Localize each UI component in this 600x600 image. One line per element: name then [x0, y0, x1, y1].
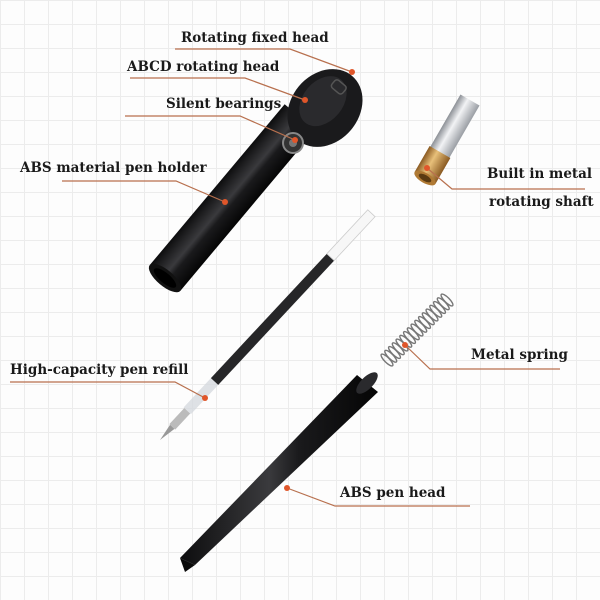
metal-spring — [380, 293, 454, 367]
label-abs-pen-head: ABS pen head — [340, 485, 446, 501]
leader-rotating-fixed-head — [175, 48, 353, 73]
label-abs-pen-holder: ABS material pen holder — [20, 160, 207, 176]
leader-abcd-rotating-head — [130, 77, 306, 101]
leader-metal-shaft — [426, 167, 585, 190]
marker-dot — [284, 485, 290, 491]
spring-coil — [380, 353, 394, 367]
leader-pen-refill — [10, 381, 206, 399]
label-pen-refill: High-capacity pen refill — [10, 362, 189, 378]
leader-abs-pen-head — [286, 487, 470, 507]
label-metal-shaft-line1: Built in metal — [487, 166, 593, 182]
leader-lines — [10, 48, 585, 507]
marker-dot — [302, 97, 308, 103]
bearing — [282, 132, 304, 154]
leader-metal-spring — [404, 344, 560, 370]
label-silent-bearings: Silent bearings — [166, 96, 282, 112]
marker-dot — [222, 199, 228, 205]
leader-abs-pen-holder — [62, 180, 226, 203]
marker-dot — [202, 395, 208, 401]
label-metal-shaft-line2: rotating shaft — [489, 194, 594, 210]
marker-dot — [292, 137, 298, 143]
metal-rotating-shaft — [414, 94, 480, 186]
marker-dot — [402, 342, 408, 348]
leader-silent-bearings — [125, 115, 296, 141]
label-abcd-rotating-head: ABCD rotating head — [127, 59, 280, 75]
label-rotating-fixed-head: Rotating fixed head — [181, 30, 329, 46]
rotating-head — [287, 69, 363, 147]
pen-holder — [148, 104, 316, 293]
marker-dot — [424, 165, 430, 171]
marker-dot — [349, 69, 355, 75]
label-metal-spring: Metal spring — [471, 347, 568, 363]
marker-dots — [202, 69, 430, 491]
pen-head — [180, 372, 378, 572]
